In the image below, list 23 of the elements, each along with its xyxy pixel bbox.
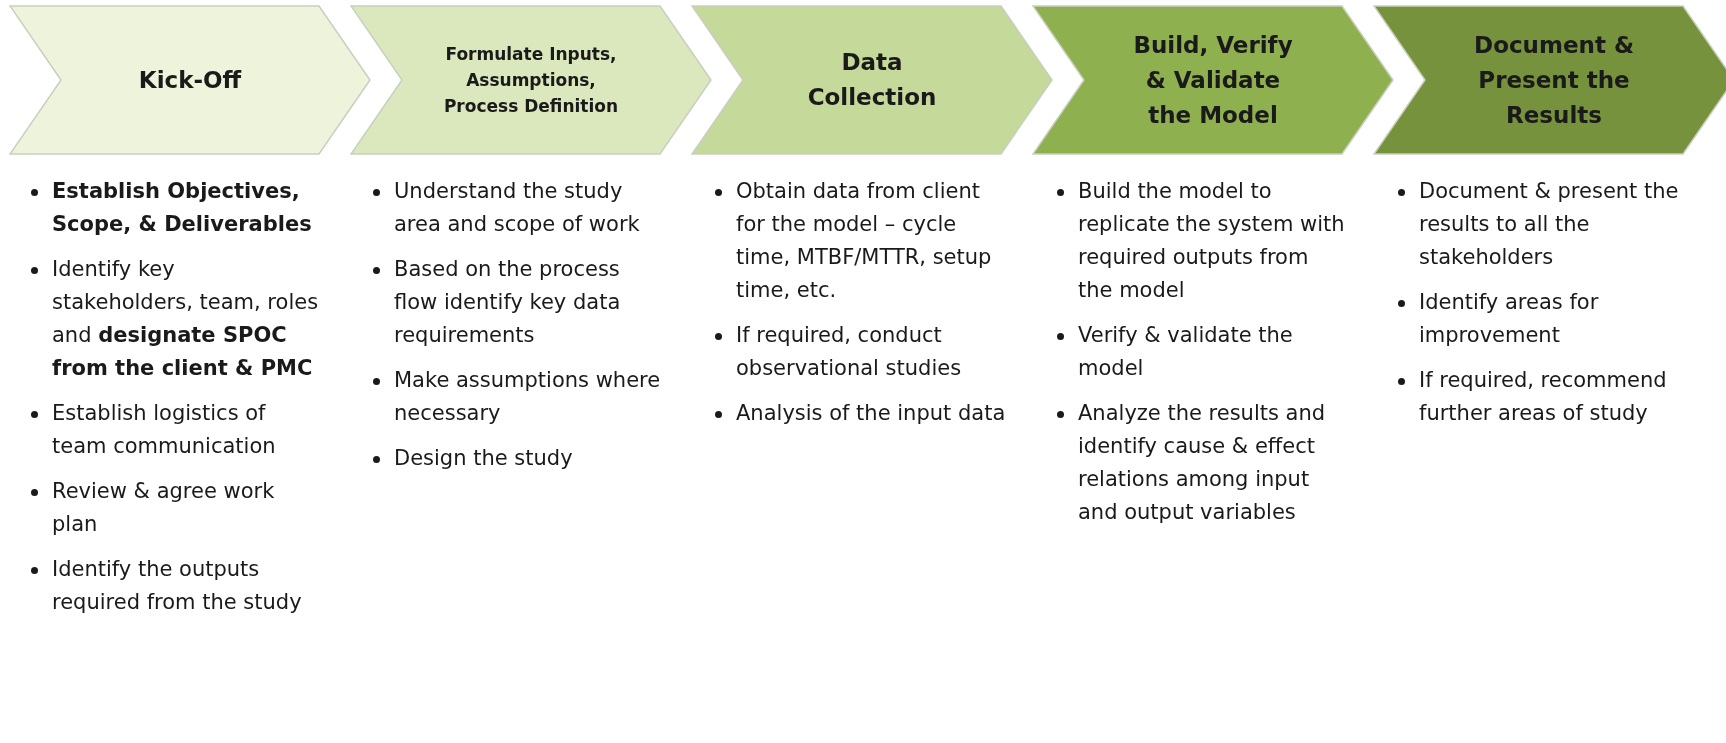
bullet-text: Obtain data from client for the model – cycle time, MTBF/MTTR, setup time, etc. [736, 178, 993, 304]
step-title: Data Collection [806, 48, 938, 112]
bullet-text: Establish logistics of team communication [52, 400, 277, 460]
step-title: Formulate Inputs, Assumptions, Process Definition [442, 43, 620, 118]
bullet-text: Identify key stakeholders, team, roles and designate SPOC from the client & PMC [52, 256, 320, 382]
bullet-text: Analysis of the input data [736, 400, 1006, 427]
bullet-text: Identify the outputs required from the study [52, 556, 303, 616]
bullet-text: Understand the study area and scope of work [394, 178, 641, 238]
bullet-text: Make assumptions where necessary [394, 367, 662, 427]
step-title: Build, Verify & Validate the Model [1132, 30, 1294, 130]
bullet-text: Review & agree work plan [52, 478, 276, 538]
bullet-text: Build the model to replicate the system with required outputs from the model [1078, 178, 1346, 304]
bullet-text: If required, recommend further areas of study [1419, 367, 1668, 427]
bullet-text: Design the study [394, 445, 574, 472]
step-title: Kick-Off [138, 65, 242, 95]
bullet-text: Based on the process flow identify key data requirements [394, 256, 622, 349]
bullet-text: Establish Objectives, Scope, & Deliverables [52, 178, 313, 238]
bullet-text: Document & present the results to all the stakeholders [1419, 178, 1680, 271]
bullet-text: Analyze the results and identify cause & effect relations among input and output variables [1078, 400, 1327, 526]
bullet-text: Verify & validate the model [1078, 322, 1294, 382]
step-title: Document & Present the Results [1473, 30, 1635, 130]
bullet-text: If required, conduct observational studies [736, 322, 963, 382]
bullet-text: Identify areas for improvement [1419, 289, 1600, 349]
